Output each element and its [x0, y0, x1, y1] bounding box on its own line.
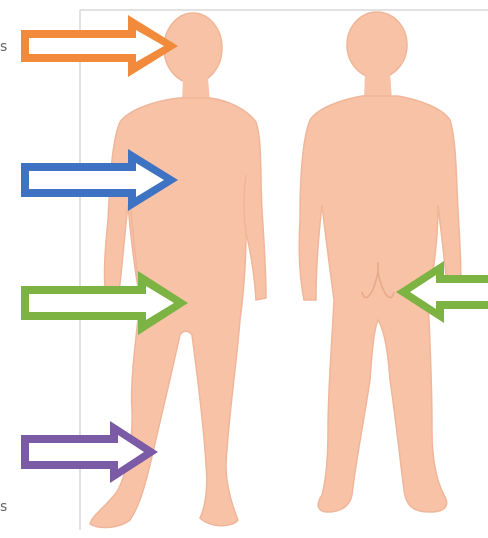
human-body-back-icon [299, 12, 461, 512]
back-head [347, 12, 407, 78]
left-edge-glyph-bottom: s [0, 500, 7, 514]
head-arrow [21, 15, 178, 77]
left-edge-glyph-top: s [0, 40, 7, 54]
